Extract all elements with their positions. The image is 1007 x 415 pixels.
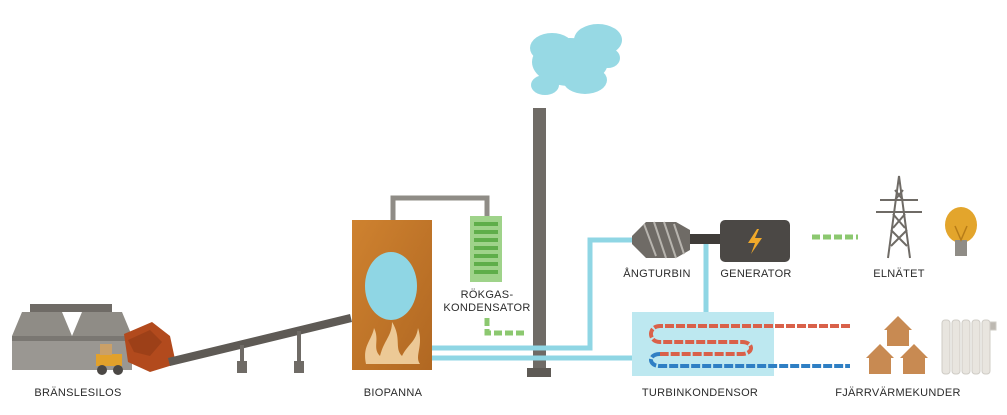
flue-gas-duct (390, 195, 490, 220)
label-flue-condenser-line2: KONDENSATOR (443, 302, 531, 314)
label-boiler: BIOPANNA (363, 387, 423, 399)
wheel-loader-icon (96, 344, 123, 375)
turbine-icon (632, 221, 720, 259)
label-silos: BRÄNSLESILOS (34, 387, 122, 399)
lightbulb-icon (945, 207, 977, 256)
label-flue-condenser: RÖKGAS- KONDENSATOR (443, 289, 530, 315)
steam-pipes (432, 237, 709, 361)
house-icon (866, 316, 928, 374)
generator-icon (720, 220, 790, 262)
label-generator: GENERATOR (720, 268, 792, 280)
label-turbine-condenser: TURBINKONDENSOR (641, 387, 759, 399)
smoke-cloud-icon (530, 24, 622, 95)
silo-icon (12, 304, 132, 370)
boiler-icon (352, 220, 432, 370)
flame-icon (365, 322, 420, 364)
label-steam-turbine: ÅNGTURBIN (623, 268, 691, 280)
label-district-heating-customers: FJÄRRVÄRMEKUNDER (835, 387, 961, 399)
chimney-icon (527, 108, 551, 377)
label-flue-condenser-line1: RÖKGAS- (460, 289, 514, 301)
turbine-condenser-icon (632, 312, 850, 376)
condenser-outlet-pipe (484, 318, 524, 336)
label-grid: ELNÄTET (873, 268, 925, 280)
flue-gas-condenser-icon (470, 216, 502, 282)
pylon-icon (876, 175, 922, 259)
biomass-pile (124, 322, 176, 372)
conveyor-belt (168, 314, 352, 373)
radiator-icon (941, 319, 997, 375)
lightning-icon (748, 229, 762, 254)
